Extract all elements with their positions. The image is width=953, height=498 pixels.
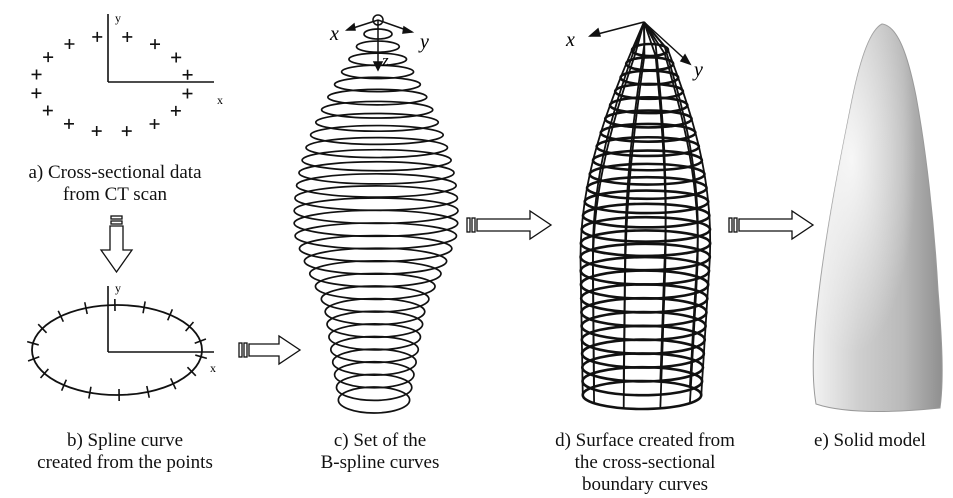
panel-b-spline-curve — [32, 305, 202, 395]
panel-e-solid-model — [813, 24, 942, 411]
spline-tick — [89, 387, 91, 399]
surface-ring — [583, 204, 709, 228]
panel-c-bspline-stack: x y z — [294, 15, 458, 413]
down-arrow — [101, 216, 132, 272]
data-point-marker — [92, 32, 102, 42]
surface-meridian — [644, 22, 666, 408]
panel-d-x-axis-label: x — [565, 29, 575, 51]
caption-c-line-2: B-spline curves — [290, 452, 470, 474]
bspline-ring — [311, 126, 444, 145]
data-point-marker — [183, 70, 193, 80]
caption-a-line-1: a) Cross-sectional data — [5, 162, 225, 184]
data-point-marker — [43, 52, 53, 62]
data-point-marker — [64, 119, 74, 129]
surface-ring — [585, 191, 709, 214]
caption-a: a) Cross-sectional data from CT scan — [5, 162, 225, 206]
caption-d: d) Surface created from the cross-sectio… — [525, 430, 765, 496]
caption-b-line-2: created from the points — [10, 452, 240, 474]
bspline-ring — [299, 162, 454, 184]
surface-ring — [590, 164, 705, 185]
surface-ring — [587, 177, 707, 199]
data-point-marker — [32, 69, 42, 79]
caption-c-line-1: c) Set of the — [290, 430, 470, 452]
data-point-marker — [150, 119, 160, 129]
caption-d-line-1: d) Surface created from — [525, 430, 765, 452]
panel-b-y-axis-label: y — [115, 281, 121, 295]
data-point-marker — [171, 52, 181, 62]
caption-e: e) Solid model — [795, 430, 945, 452]
spline-tick — [143, 301, 145, 313]
data-point-marker — [92, 126, 102, 136]
data-point-marker — [122, 32, 132, 42]
arrow-c-to-d — [467, 211, 551, 239]
panel-b-ticks — [27, 299, 207, 401]
caption-b: b) Spline curve created from the points — [10, 430, 240, 474]
panel-d-y-axis-label: y — [692, 59, 703, 81]
panel-a-x-axis-label: x — [217, 93, 223, 107]
panel-c-x-axis-label: x — [329, 23, 339, 45]
panel-a-scatter: y x — [31, 11, 223, 136]
bspline-ring — [306, 138, 447, 158]
surface-meridian — [644, 22, 666, 382]
panel-a-points — [31, 32, 192, 136]
caption-b-line-1: b) Spline curve — [10, 430, 240, 452]
caption-c: c) Set of the B-spline curves — [290, 430, 470, 474]
data-point-marker — [64, 39, 74, 49]
data-point-marker — [182, 89, 192, 99]
panel-a-axes — [108, 14, 214, 82]
arrow-b-to-c — [239, 336, 300, 364]
panel-b-x-axis-label: x — [210, 361, 216, 375]
arrow-d-to-e — [729, 211, 813, 239]
data-point-marker — [150, 39, 160, 49]
data-point-marker — [122, 126, 132, 136]
data-point-marker — [31, 88, 41, 98]
panel-c-y-axis-label: y — [418, 31, 429, 53]
data-point-marker — [43, 106, 53, 116]
caption-a-line-2: from CT scan — [5, 184, 225, 206]
data-point-marker — [171, 106, 181, 116]
panel-d-mesh — [581, 22, 711, 409]
panel-d-wireframe: x y — [565, 22, 710, 409]
caption-d-line-2: the cross-sectional — [525, 452, 765, 474]
caption-d-line-3: boundary curves — [525, 474, 765, 496]
bspline-ring — [302, 150, 451, 171]
panel-b-spline: y x — [27, 281, 216, 401]
caption-e-line-1: e) Solid model — [795, 430, 945, 452]
panel-a-y-axis-label: y — [115, 11, 121, 25]
panel-c-rings — [294, 29, 458, 413]
panel-c-z-axis-label: z — [381, 51, 389, 70]
